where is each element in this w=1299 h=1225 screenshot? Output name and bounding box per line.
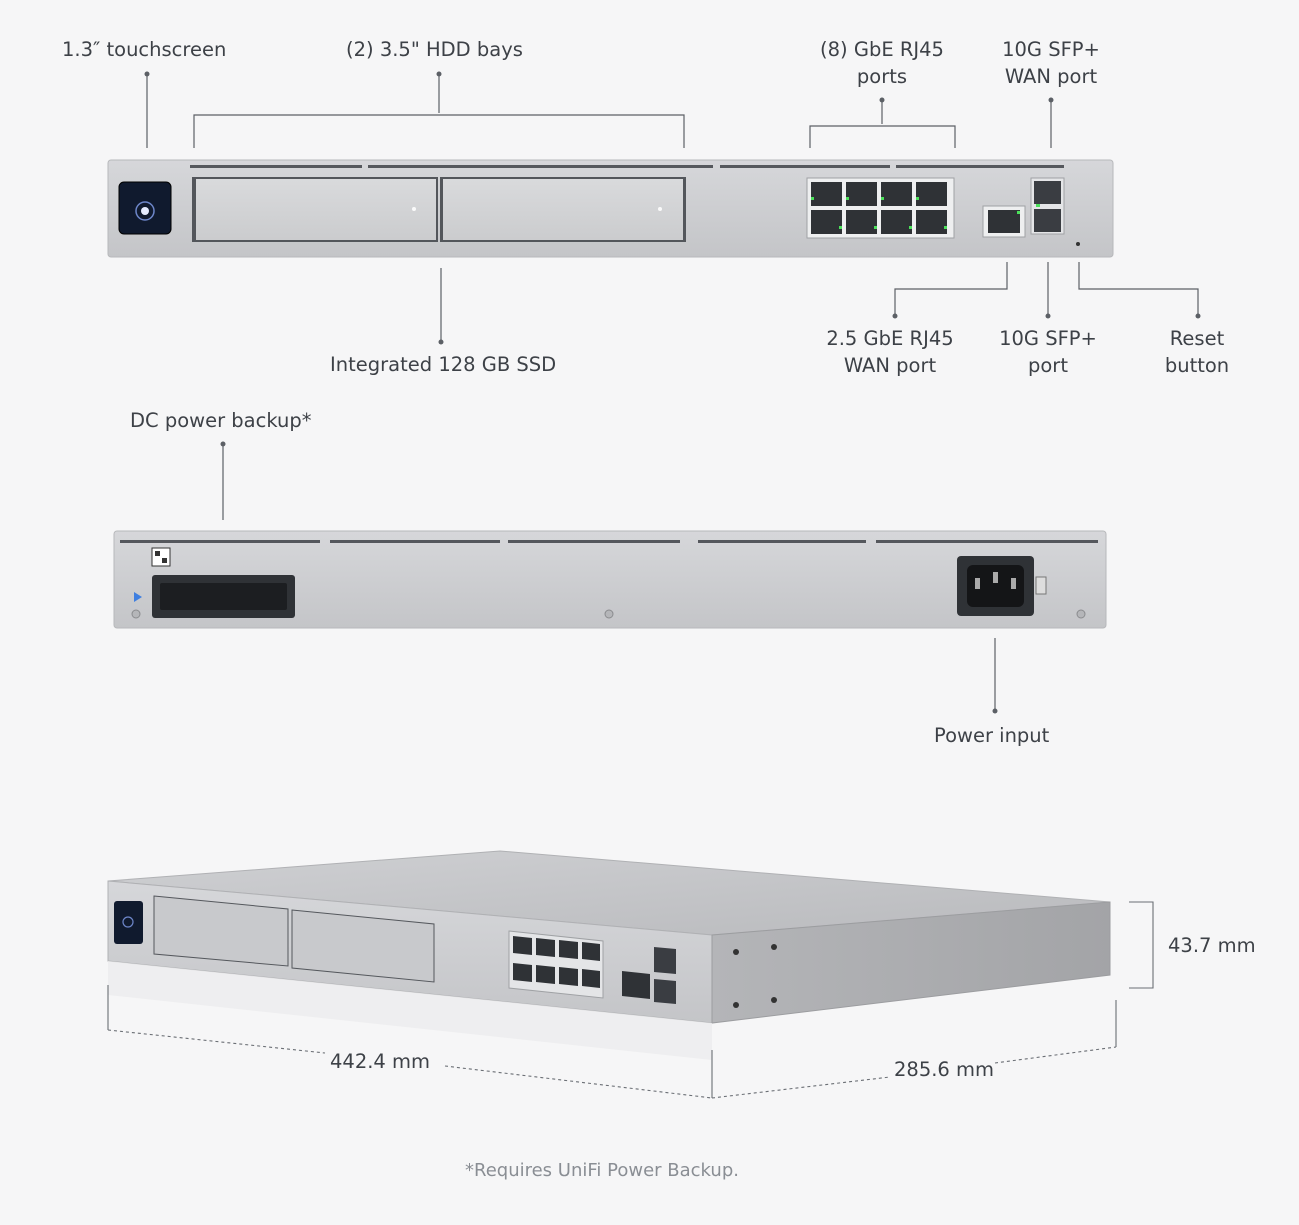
rear-chassis (113, 530, 1107, 629)
power-input-label: Power input (934, 724, 1050, 747)
width-dimension: 442.4 mm (330, 1050, 431, 1073)
rear-view (113, 530, 1107, 629)
front-view (107, 159, 1114, 258)
sfp-port-label: 10G SFP+port (999, 327, 1097, 377)
sfp-port-group (1030, 177, 1065, 235)
hdd-bays-label: (2) 3.5" HDD bays (346, 38, 523, 61)
height-dimension: 43.7 mm (1168, 934, 1256, 957)
touchscreen-label: 1.3″ touchscreen (62, 38, 227, 61)
rj45-port-group (806, 177, 955, 239)
power-input-socket (957, 556, 1034, 616)
reset-button[interactable] (1076, 242, 1080, 246)
leader-dots (144, 71, 1201, 714)
dimension-lines (107, 1029, 1117, 1099)
dimension-ticks (107, 901, 1154, 1098)
sfp-wan-label: 10G SFP+WAN port (1002, 38, 1100, 88)
hdd-bay-1 (192, 177, 438, 242)
hdd-bay-2 (440, 177, 686, 242)
dc-backup-label: DC power backup* (130, 409, 312, 432)
leader-lines (146, 74, 1199, 711)
dc-power-backup-connector (152, 575, 295, 618)
perspective-view (107, 850, 1111, 1060)
depth-dimension: 285.6 mm (894, 1058, 995, 1081)
footnote: *Requires UniFi Power Backup. (465, 1160, 739, 1181)
touchscreen (118, 181, 172, 235)
ssd-label: Integrated 128 GB SSD (330, 353, 557, 376)
wan-25g-port (982, 205, 1026, 238)
